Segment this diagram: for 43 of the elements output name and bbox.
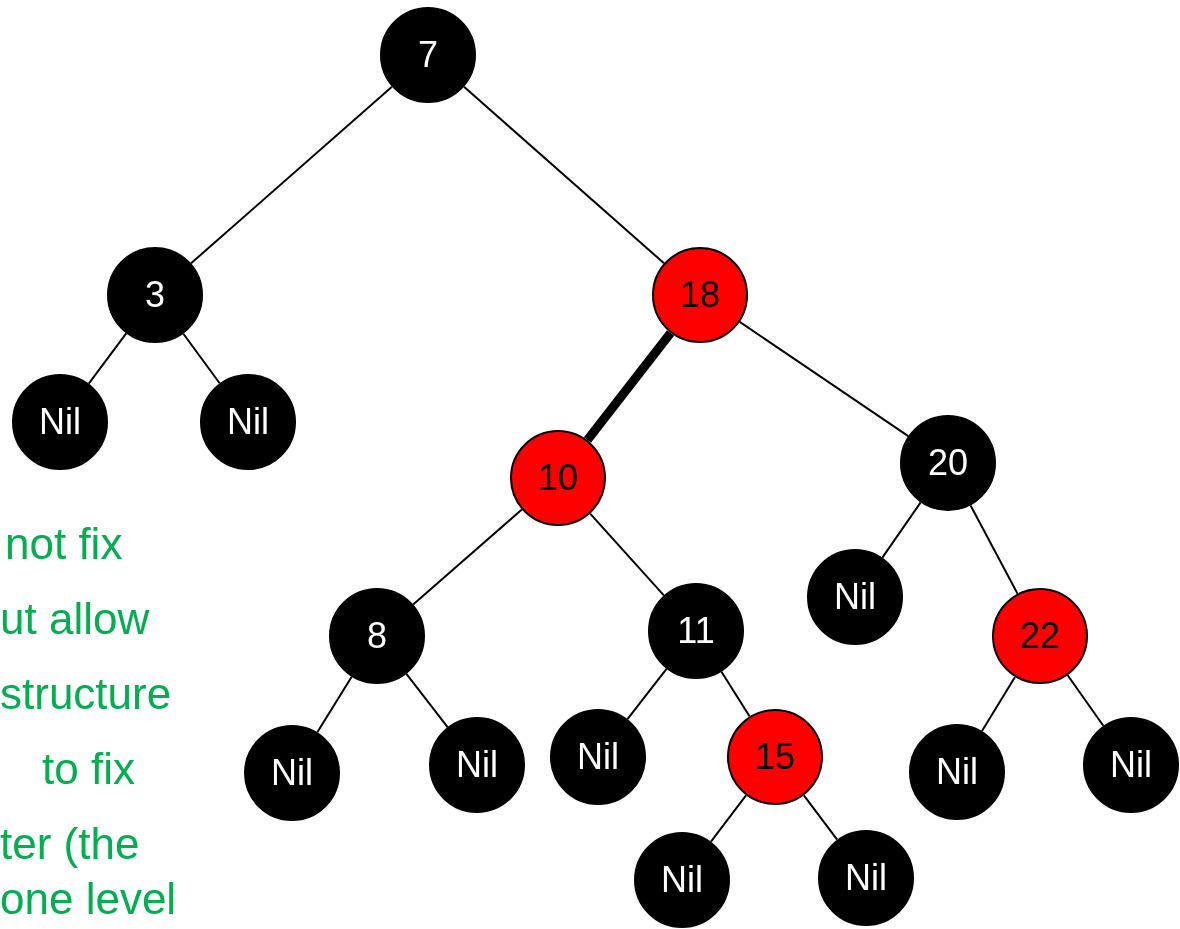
note-text: ut allow bbox=[0, 594, 150, 644]
tree-node-circle: Nil bbox=[550, 709, 646, 805]
tree-edge bbox=[316, 675, 353, 734]
tree-node-circle: 7 bbox=[380, 7, 476, 103]
tree-node-circle: Nil bbox=[429, 717, 525, 813]
tree-node-circle: Nil bbox=[244, 725, 340, 821]
tree-node-circle: Nil bbox=[200, 374, 296, 470]
tree-edge bbox=[881, 501, 922, 559]
tree-edge bbox=[182, 332, 221, 385]
tree-edge bbox=[412, 508, 523, 606]
tree-node-circle: Nil bbox=[634, 832, 730, 928]
tree-node-circle: Nil bbox=[909, 724, 1005, 820]
tree-node-circle: 11 bbox=[648, 583, 744, 679]
tree-node-circle: Nil bbox=[12, 374, 108, 470]
tree-node-circle: 8 bbox=[329, 588, 425, 684]
tree-node-circle: 10 bbox=[510, 430, 606, 526]
note-text: not fix bbox=[5, 519, 123, 569]
tree-node-circle: 15 bbox=[727, 709, 823, 805]
tree-edge bbox=[1066, 674, 1105, 727]
tree-node-circle: 18 bbox=[652, 247, 748, 343]
tree-edge bbox=[583, 330, 675, 443]
tree-edge bbox=[802, 794, 839, 841]
tree-edge bbox=[981, 675, 1016, 733]
tree-edge bbox=[626, 667, 668, 721]
tree-edge bbox=[405, 672, 449, 729]
tree-node-circle: Nil bbox=[818, 830, 914, 926]
tree-edge bbox=[969, 504, 1019, 595]
tree-edge bbox=[463, 85, 665, 265]
tree-edge bbox=[190, 85, 393, 265]
note-text: to fix bbox=[42, 744, 135, 794]
tree-edge bbox=[738, 320, 910, 438]
tree-node-circle: Nil bbox=[807, 549, 903, 645]
note-text: one level bbox=[0, 874, 177, 924]
tree-edge bbox=[87, 332, 128, 385]
tree-edge bbox=[589, 512, 665, 597]
tree-edge bbox=[709, 794, 748, 843]
tree-node-circle: 22 bbox=[992, 588, 1088, 684]
tree-node-circle: 20 bbox=[900, 415, 996, 511]
note-text: ter (the bbox=[0, 819, 140, 869]
tree-node-circle: 3 bbox=[107, 247, 203, 343]
tree-node-circle: Nil bbox=[1083, 717, 1179, 813]
note-text: structure bbox=[0, 669, 172, 719]
tree-edge bbox=[720, 670, 751, 718]
